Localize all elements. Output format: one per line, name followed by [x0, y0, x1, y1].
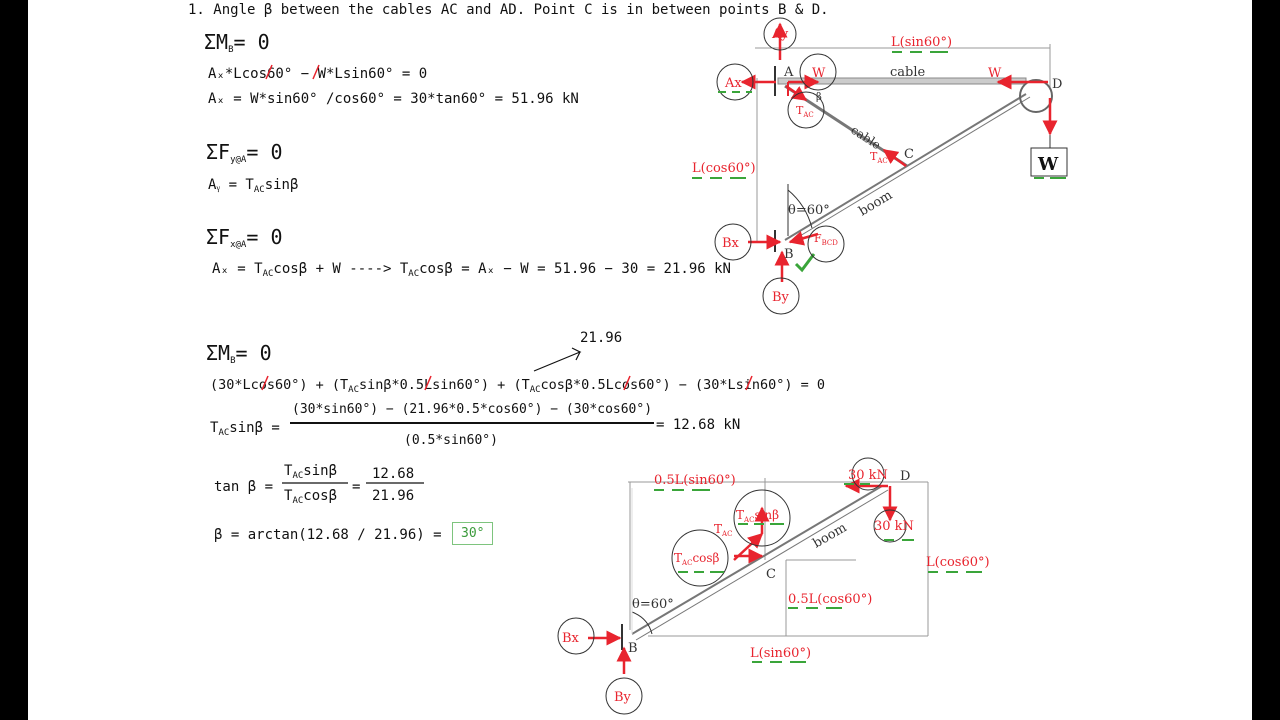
- sigma-m: ΣM: [204, 30, 229, 54]
- label-c: C: [904, 147, 914, 162]
- sum-moment-b-2: ΣMB= 0: [206, 341, 272, 366]
- label-d: D: [900, 469, 910, 484]
- label-cable-top: cable: [890, 65, 926, 80]
- label-ay: Ay: [771, 27, 789, 42]
- label-l-sin60: L(sin60°): [891, 35, 952, 50]
- tan-denominator-2: 21.96: [372, 488, 415, 504]
- lm-b: sinβ*0.5Lsin60°) + (T: [359, 377, 530, 393]
- label-w-left: W: [812, 66, 826, 81]
- tan-denominator: TACcosβ: [284, 488, 337, 506]
- long-moment-equation: (30*Lcos60°) + (TACsinβ*0.5Lsin60°) + (T…: [210, 377, 825, 395]
- sub-ac: AC: [218, 428, 230, 438]
- label-thirty-top: 30 kN: [848, 468, 888, 483]
- sum-force-x: ΣFx@A= 0: [206, 225, 282, 250]
- label-thirty-right: 30 kN: [874, 519, 914, 534]
- tac-numerator: (30*sin60°) − (21.96*0.5*cos60°) − (30*c…: [292, 402, 653, 417]
- ax-solve-equation: Aₓ = W*sin60° /cos60° = 30*tan60° = 51.9…: [208, 91, 579, 107]
- label-l-cos60: L(cos60°): [926, 555, 990, 570]
- document-page: 1. Angle β between the cables AC and AD.…: [28, 0, 1252, 720]
- label-half-l-cos60: 0.5L(cos60°): [788, 592, 872, 607]
- label-beta: β: [816, 92, 822, 103]
- tac-denominator: (0.5*sin60°): [404, 433, 498, 448]
- tan-lhs: tan β =: [214, 479, 274, 495]
- beta-answer-box: 30°: [452, 522, 494, 545]
- label-theta: θ=60°: [632, 597, 674, 612]
- sigma-m: ΣM: [206, 341, 231, 365]
- label-tac-1: TAC: [796, 104, 814, 119]
- ay-lhs: Aᵧ = T: [208, 177, 254, 193]
- bottom-diagram: 0.5L(sin60°) TACsinβ 30 kN D 30 kN TAC T…: [557, 457, 990, 715]
- label-tac-cos: TACcosβ: [674, 551, 720, 567]
- label-w-right: W: [988, 66, 1002, 81]
- tan-numerator-2: 12.68: [372, 466, 415, 482]
- ay-equation: Aᵧ = TACsinβ: [208, 177, 298, 195]
- label-cable-diag: cable: [848, 123, 883, 152]
- ay-tail: sinβ: [264, 177, 299, 193]
- label-ax: Ax: [724, 76, 742, 91]
- label-tac-sin: TACsinβ: [736, 508, 779, 524]
- equals-zero: = 0: [233, 30, 270, 54]
- sub-ac: AC: [262, 269, 274, 279]
- tan-equals: =: [352, 479, 361, 495]
- label-l-cos60: L(cos60°): [692, 161, 756, 176]
- label-a: A: [783, 65, 794, 80]
- ax-lhs: Aₓ = T: [212, 261, 263, 277]
- label-half-l-sin60: 0.5L(sin60°): [654, 473, 736, 488]
- label-w-box: W: [1037, 154, 1059, 175]
- sigma-f: ΣF: [206, 225, 231, 249]
- sub-b: B: [230, 356, 236, 366]
- tac-lhs-tail: sinβ =: [229, 420, 280, 436]
- tan-num-tail: sinβ: [303, 463, 337, 479]
- sub-y-at-a: y@A: [230, 155, 247, 165]
- sigma-f: ΣF: [206, 140, 231, 164]
- label-by: By: [614, 690, 632, 705]
- sub-x-at-a: x@A: [230, 240, 247, 250]
- label-by: By: [772, 290, 790, 305]
- label-l-sin60: L(sin60°): [750, 646, 811, 661]
- beta-equation: β = arctan(12.68 / 21.96) =: [214, 527, 442, 543]
- t: T: [284, 463, 293, 479]
- sum-moment-b-1: ΣMB= 0: [204, 30, 270, 55]
- label-bx: Bx: [562, 631, 580, 646]
- ax-equation: Aₓ = TACcosβ + W ----> TACcosβ = Aₓ − W …: [212, 261, 731, 279]
- tac-lhs: TACsinβ =: [210, 420, 280, 438]
- equals-zero: = 0: [246, 140, 283, 164]
- sum-force-y: ΣFy@A= 0: [206, 140, 282, 165]
- sub-ac: AC: [292, 471, 304, 481]
- problem-heading: 1. Angle β between the cables AC and AD.…: [188, 2, 829, 18]
- t: T: [284, 488, 293, 504]
- t: T: [210, 420, 219, 436]
- callout-value: 21.96: [580, 330, 623, 346]
- label-d: D: [1052, 77, 1062, 92]
- sub-b: B: [228, 45, 234, 55]
- ax-mid: cosβ + W ----> T: [273, 261, 409, 277]
- moment-equation: Aₓ*Lcos60° − W*Lsin60° = 0: [208, 66, 428, 82]
- lm-c: cosβ*0.5Lcos60°) − (30*Lsin60°) = 0: [540, 377, 826, 393]
- lm-a: (30*Lcos60°) + (T: [210, 377, 349, 393]
- equation-lines: [261, 64, 753, 484]
- equals-zero: = 0: [246, 225, 283, 249]
- sub-ac: AC: [253, 185, 265, 195]
- sub-ac: AC: [292, 496, 304, 506]
- sub-ac: AC: [348, 385, 360, 395]
- tan-den-tail: cosβ: [303, 488, 337, 504]
- label-b: B: [784, 247, 794, 262]
- label-tac: TAC: [714, 522, 732, 538]
- label-theta: θ=60°: [788, 203, 830, 218]
- label-tac-2: TAC: [870, 150, 888, 165]
- equals-zero: = 0: [235, 341, 272, 365]
- sub-ac: AC: [408, 269, 420, 279]
- label-c: C: [766, 567, 776, 582]
- label-bx: Bx: [722, 236, 740, 251]
- diagrams-svg: Ay Ax A W β L(sin60°) cable W D W TAC ca…: [261, 17, 1068, 715]
- label-b: B: [628, 641, 638, 656]
- top-diagram: Ay Ax A W β L(sin60°) cable W D W TAC ca…: [692, 17, 1068, 315]
- ax-tail: cosβ = Aₓ − W = 51.96 − 30 = 21.96 kN: [419, 261, 731, 277]
- sub-ac: AC: [529, 385, 541, 395]
- tac-result: = 12.68 kN: [656, 417, 741, 433]
- tan-numerator: TACsinβ: [284, 463, 337, 481]
- label-fbcd: FBCD: [814, 232, 838, 247]
